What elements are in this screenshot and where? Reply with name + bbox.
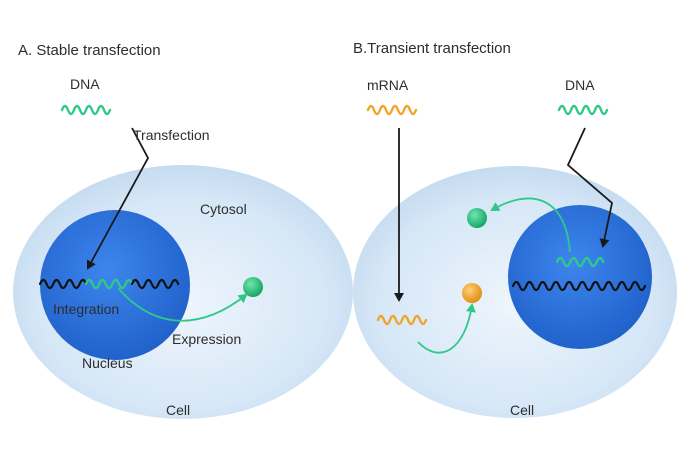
dna-transfection-arrow-b bbox=[566, 127, 613, 248]
dna-strand-b bbox=[557, 104, 609, 116]
mrna-strand-cytosol bbox=[376, 314, 428, 326]
nucleus-a bbox=[40, 210, 190, 360]
mrna-label: mRNA bbox=[367, 77, 409, 93]
dna-strand-a bbox=[60, 104, 112, 116]
panel-b-title: B.Transient transfection bbox=[353, 40, 511, 57]
panel-b: B.Transient transfection mRNA DNA Cell bbox=[353, 40, 677, 418]
integration-label: Integration bbox=[53, 301, 119, 317]
dna-label-b: DNA bbox=[565, 77, 595, 93]
expression-arrow bbox=[117, 287, 248, 322]
panel-a-title: A. Stable transfection bbox=[18, 42, 161, 59]
integrated-dna bbox=[84, 278, 134, 290]
protein-green-a bbox=[243, 277, 263, 297]
protein-green-b bbox=[467, 208, 487, 228]
chromosomal-dna-b bbox=[511, 280, 647, 292]
panel-a: A. Stable transfection DNA Transfection … bbox=[13, 42, 353, 419]
transfection-arrow-a bbox=[86, 127, 150, 270]
dna-expression-arrow-b bbox=[490, 197, 571, 253]
expression-label: Expression bbox=[172, 331, 241, 347]
cytosol-label: Cytosol bbox=[200, 201, 247, 217]
protein-orange-b bbox=[462, 283, 482, 303]
dna-label-a: DNA bbox=[70, 76, 100, 92]
genomic-dna-left bbox=[38, 278, 88, 290]
nucleus-b bbox=[508, 205, 652, 349]
genomic-dna-right bbox=[130, 278, 180, 290]
mrna-translation-arrow bbox=[417, 303, 476, 354]
nucleus-label: Nucleus bbox=[82, 355, 133, 371]
episomal-dna bbox=[555, 256, 605, 268]
cell-label-b: Cell bbox=[510, 402, 534, 418]
cell-label-a: Cell bbox=[166, 402, 190, 418]
transfection-label: Transfection bbox=[133, 127, 210, 143]
mrna-strand-top bbox=[366, 104, 418, 116]
